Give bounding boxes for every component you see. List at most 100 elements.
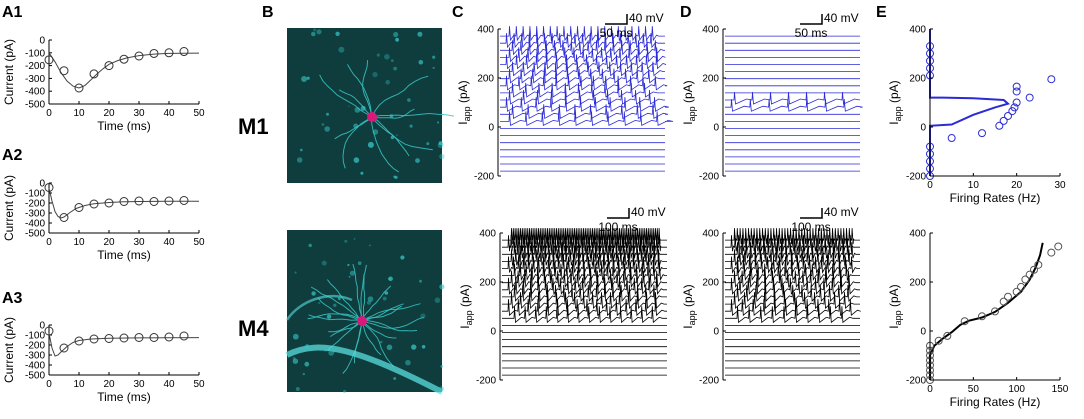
a3-y-axis-title: Current (pA) xyxy=(2,317,16,383)
tissue-speck xyxy=(437,121,440,124)
dendrite-branch xyxy=(342,320,363,374)
e-m4-y-ticks: 400 200 0 -200 xyxy=(906,229,926,387)
panel-label-b: B xyxy=(262,4,274,21)
a3-fit-line xyxy=(48,332,200,357)
blood-vessel xyxy=(285,344,444,395)
a2-xtick: 0 xyxy=(46,237,52,248)
micrograph-m1 xyxy=(287,28,455,183)
a3-axes xyxy=(48,324,200,376)
d-m1-scale-amp: 40 mV xyxy=(824,11,859,25)
data-point xyxy=(1034,260,1043,269)
data-point xyxy=(1054,242,1063,251)
data-point xyxy=(149,197,159,206)
panel-label-a3: A3 xyxy=(2,290,23,307)
tissue-speck xyxy=(335,31,340,36)
scale-bar-line xyxy=(607,208,630,219)
tissue-speck xyxy=(393,66,397,71)
dendrite-branch xyxy=(310,286,363,322)
tissue-speck xyxy=(324,126,331,132)
e-m4-xtick: 150 xyxy=(1052,384,1069,395)
micrograph-m1-background xyxy=(287,28,442,183)
tissue-speck xyxy=(367,296,374,302)
tissue-speck xyxy=(382,296,387,301)
e-m4-fit-line xyxy=(929,242,1044,380)
data-point xyxy=(59,213,69,222)
tissue-speck xyxy=(432,66,435,69)
voltage-trace xyxy=(500,111,674,127)
data-point xyxy=(104,61,114,71)
fit-curve xyxy=(48,187,200,219)
tissue-speck xyxy=(344,239,348,243)
e-m1-y-ticks: 400 200 0 -200 xyxy=(906,25,926,183)
dendrite-branch xyxy=(307,313,363,322)
tissue-speck xyxy=(388,276,393,282)
c-m4-y-axis-title: Iapp (pA) xyxy=(458,284,474,328)
dendrite-branch xyxy=(371,75,429,118)
tissue-speck xyxy=(418,60,424,65)
e-m4-xtick: 50 xyxy=(968,384,980,395)
iapp-main: I xyxy=(887,121,901,124)
c-m1-ytick: 0 xyxy=(488,123,494,134)
voltage-trace xyxy=(725,292,860,309)
c-m4-ytick: 0 xyxy=(490,327,496,338)
data-point xyxy=(978,129,986,138)
data-point xyxy=(1012,82,1021,91)
tissue-speck xyxy=(326,112,329,116)
tissue-speck xyxy=(440,365,444,368)
e-m4-ytick: -200 xyxy=(906,376,926,387)
voltage-trace xyxy=(502,228,667,245)
data-point xyxy=(1012,87,1021,96)
data-point xyxy=(74,83,84,93)
c-m4-scale-amp: 40 mV xyxy=(631,205,666,219)
c-m1-ytick: 400 xyxy=(477,25,494,36)
data-point xyxy=(1047,75,1056,84)
a2-ytick: -200 xyxy=(25,199,45,210)
tissue-speck xyxy=(333,303,337,307)
a2-x-axis-title: Time (ms) xyxy=(97,248,151,262)
voltage-trace xyxy=(725,235,860,252)
neuron-label-m1: M1 xyxy=(238,114,269,139)
a3-ytick: -200 xyxy=(25,341,45,352)
tissue-speck xyxy=(390,59,394,62)
data-point xyxy=(943,331,952,340)
tissue-speck xyxy=(369,244,371,247)
tissue-speck xyxy=(353,238,356,240)
iapp-sub: app xyxy=(893,106,903,121)
iapp-main: I xyxy=(887,325,901,328)
e-m1-x-axis-title: Firing Rates (Hz) xyxy=(950,191,1041,205)
dendrite-branch xyxy=(361,320,397,339)
e-m1-axes xyxy=(929,28,1061,177)
data-point xyxy=(934,336,943,345)
d-m4-ytick: 0 xyxy=(713,327,719,338)
dendrite-branch xyxy=(327,320,363,352)
data-point xyxy=(59,66,69,76)
iapp-sub: app xyxy=(687,106,697,121)
iapp-main: I xyxy=(681,325,695,328)
data-point xyxy=(59,343,69,353)
micrograph-m1-soma xyxy=(367,112,377,122)
e-m4-x-ticks: 0 50 100 150 xyxy=(927,384,1069,395)
data-point xyxy=(164,48,174,58)
data-point xyxy=(947,134,956,143)
voltage-trace xyxy=(502,249,667,266)
data-point xyxy=(134,51,144,61)
c-m1-scale-amp: 40 mV xyxy=(629,11,664,25)
dendrite-branch xyxy=(371,108,415,119)
voltage-trace xyxy=(725,277,860,295)
tissue-speck xyxy=(299,148,303,152)
c-m4-ytick: 400 xyxy=(479,229,496,240)
tissue-speck xyxy=(419,279,422,283)
voltage-trace xyxy=(502,292,667,310)
a1-ytick: -400 xyxy=(25,87,45,98)
dendrite-branch xyxy=(361,303,404,322)
tissue-speck xyxy=(384,54,390,60)
a3-xtick: 0 xyxy=(46,379,52,390)
tissue-speck xyxy=(384,291,389,295)
tissue-speck xyxy=(411,344,417,350)
voltage-trace xyxy=(502,256,667,273)
c-m1-ytick: 200 xyxy=(477,74,494,85)
traces-d-m1: 400 200 0 -200 Iapp (pA) 40 mV 50 ms xyxy=(681,11,863,183)
a1-xtick: 20 xyxy=(103,108,115,119)
voltage-trace xyxy=(500,40,665,56)
tissue-speck xyxy=(304,361,310,367)
